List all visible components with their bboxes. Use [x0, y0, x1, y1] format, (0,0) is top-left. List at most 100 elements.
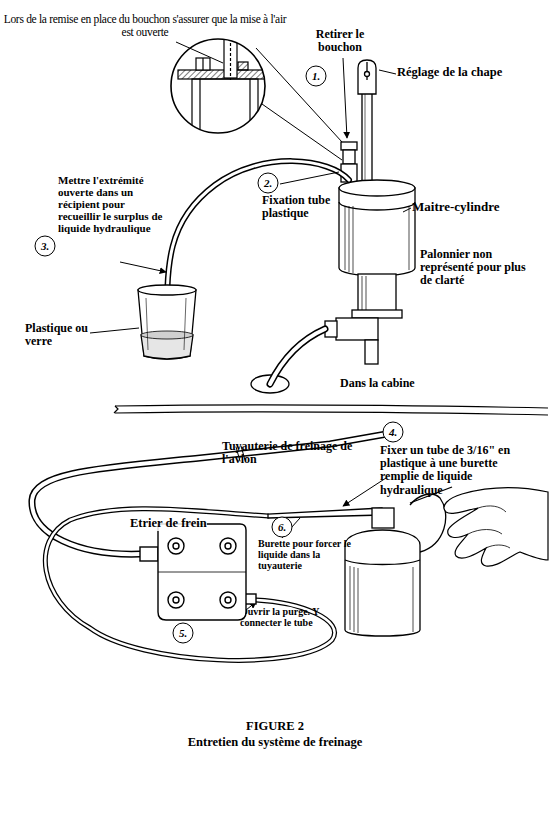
inset-detail [199, 79, 200, 140]
bolt [225, 597, 231, 603]
collecting-glass [146, 298, 148, 350]
callout-number: 2. [257, 172, 279, 194]
hand [444, 488, 548, 566]
leader-arrow [403, 208, 411, 212]
master-cylinder [352, 310, 402, 318]
bolt [173, 543, 179, 549]
master-cylinder [365, 72, 370, 77]
bolt [220, 538, 236, 554]
hand [486, 545, 510, 548]
callout-number: 3. [34, 235, 56, 257]
callout-number: 4. [382, 421, 404, 443]
plastic-tube [270, 329, 325, 384]
cabin-floor [115, 412, 548, 415]
callout-number: 5. [172, 622, 194, 644]
leader-arrow [120, 262, 166, 272]
instruction-label: Retirer le bouchon [300, 28, 380, 54]
bolt [168, 538, 184, 554]
leader-arrow [280, 172, 339, 184]
callout-number: 6. [271, 516, 293, 538]
master-cylinder [358, 60, 376, 94]
cabin-floor [115, 405, 548, 408]
leader-arrow [343, 478, 386, 506]
leader-line [176, 42, 342, 160]
note-text: Lors de la remise en place du bouchon s'… [0, 13, 290, 38]
instruction-label: Ouvrir la purge. Y connecter le tube [240, 606, 322, 628]
callout-number: 6. [271, 516, 293, 538]
master-cylinder [409, 206, 410, 270]
leader-line [176, 42, 223, 63]
callout-circle [306, 66, 326, 86]
inset-detail [202, 58, 203, 70]
master-cylinder [362, 276, 366, 310]
callout-circle [272, 517, 292, 537]
bolt [225, 543, 231, 549]
bolt [173, 597, 179, 603]
master-cylinder [345, 206, 346, 270]
hand [468, 530, 502, 535]
oil-can [372, 508, 394, 528]
callout-number: 1. [305, 65, 327, 87]
master-cylinder [339, 202, 415, 210]
master-cylinder [365, 90, 366, 186]
leader-arrow [379, 70, 396, 74]
part-label: Tuyauterie de freinage de l'avion [222, 440, 372, 466]
oil-can [350, 566, 351, 630]
master-cylinder [362, 276, 363, 310]
master-cylinder [349, 206, 350, 272]
plastic-tube [167, 161, 349, 384]
collecting-glass [138, 285, 196, 359]
leader-arrow [246, 478, 386, 610]
callout-circle [383, 422, 403, 442]
leader-arrow [343, 58, 347, 138]
leader-arrow [90, 328, 139, 333]
master-cylinder [336, 318, 378, 340]
master-cylinder [339, 188, 415, 276]
master-cylinder [343, 150, 355, 164]
part-label: Maitre-cylindre [412, 200, 547, 214]
instruction-label: Mettre l'extrémité ouverte dans un récip… [58, 174, 164, 234]
figure-title: FIGURE 2 [0, 720, 550, 734]
callout-number: 3. [34, 235, 56, 257]
oil-can [413, 567, 414, 632]
inset-detail [249, 79, 250, 140]
cabin-floor [114, 406, 118, 413]
leader-arrow [90, 58, 411, 333]
cabin-floor [114, 405, 548, 415]
callout-number: 2. [257, 172, 279, 194]
callout-circle [35, 236, 55, 256]
master-cylinder [353, 206, 354, 273]
master-cylinder [341, 142, 357, 150]
master-cylinder [366, 276, 367, 310]
callout-number: 5. [172, 622, 194, 644]
master-cylinder [358, 274, 396, 312]
oil-can [350, 566, 413, 633]
part-label: Burette pour forcer le liquide dans la t… [258, 538, 358, 571]
caliper-body [140, 524, 256, 620]
collecting-glass [138, 290, 196, 359]
oil-can [345, 530, 420, 636]
inset-detail [171, 28, 272, 149]
leader-line [256, 48, 342, 142]
part-label: Plastique ou verre [25, 322, 95, 348]
caliper-body [158, 524, 246, 620]
oil-can [354, 567, 355, 632]
collecting-glass [184, 298, 186, 350]
inset-detail [230, 28, 231, 80]
collecting-glass [138, 285, 196, 295]
inset-detail [238, 62, 248, 70]
oil-can [358, 568, 359, 633]
master-cylinder [345, 206, 409, 273]
part-label: Réglage de la chape [397, 66, 547, 80]
plastic-tube [45, 509, 334, 661]
inset-detail [171, 39, 265, 133]
plastic-tube [270, 329, 325, 384]
part-label: Fixation tube plastique [262, 194, 332, 220]
callout-circle [173, 623, 193, 643]
plastic-tube [45, 509, 334, 661]
plastic-tube [45, 509, 334, 661]
part-label: Etrier de frein [130, 516, 207, 531]
